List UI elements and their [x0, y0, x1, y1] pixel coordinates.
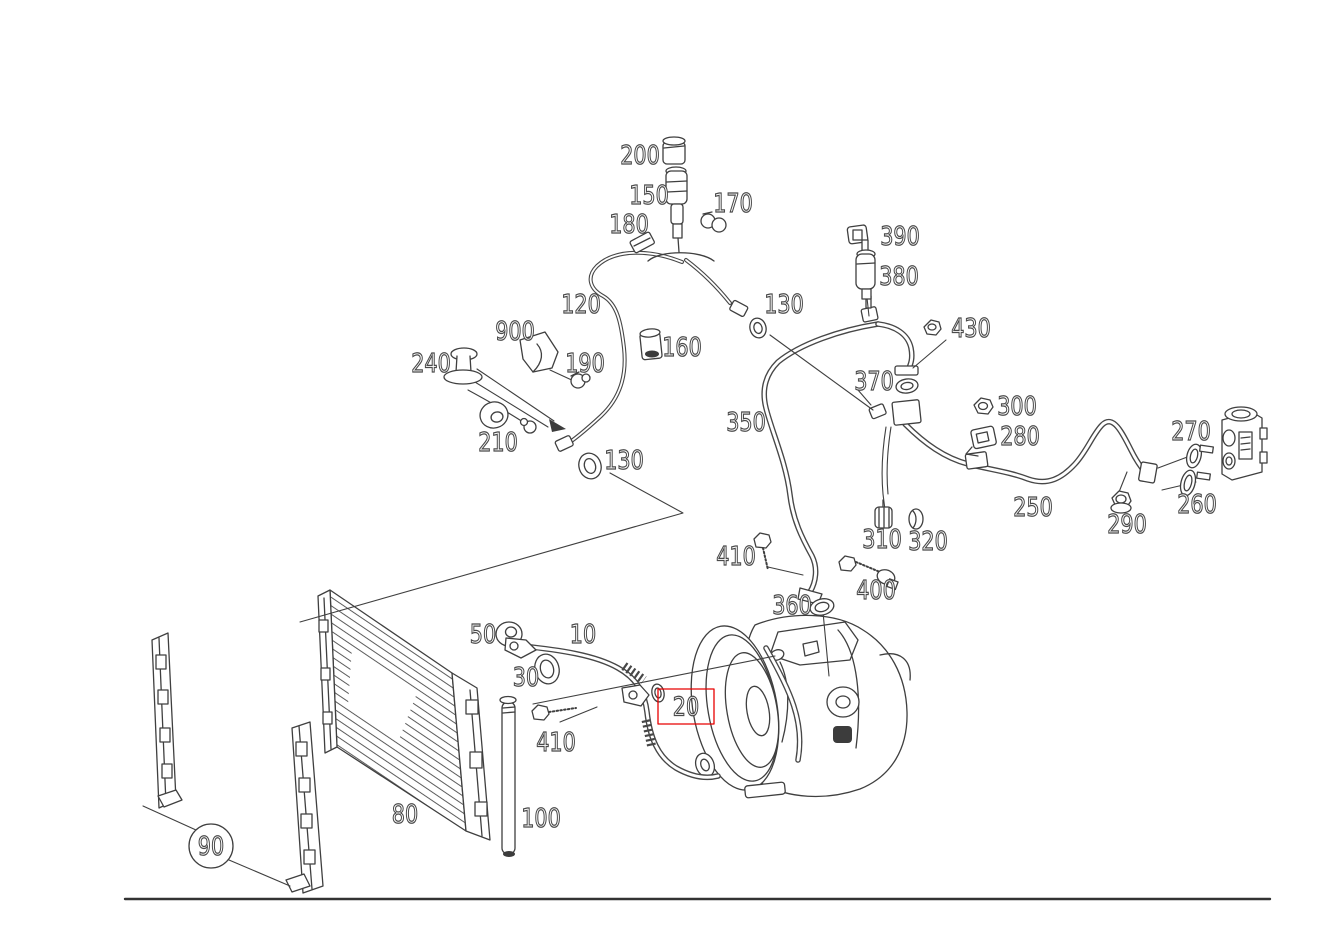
oring-part-130-left [578, 452, 602, 480]
part-label-100[interactable]: 100 [521, 803, 562, 834]
valve-part-150 [665, 166, 688, 253]
part-label-400[interactable]: 400 [856, 575, 897, 606]
part-label-360[interactable]: 360 [772, 590, 813, 621]
part-label-190[interactable]: 190 [565, 348, 606, 379]
liquid-line [562, 250, 732, 448]
plug-part-240 [443, 347, 483, 385]
rear-pipe [868, 365, 1158, 511]
oring-part-370 [895, 378, 919, 394]
valve-part-380 [855, 239, 876, 300]
fitting-part-20 [621, 683, 665, 707]
clip-part-390 [846, 224, 869, 245]
part-label-80[interactable]: 80 [391, 799, 419, 830]
part-label-250[interactable]: 250 [1013, 492, 1054, 523]
oring-part-270 [1185, 443, 1203, 469]
bolt-part-410-upper [753, 532, 772, 571]
part-label-380[interactable]: 380 [879, 261, 920, 292]
discharge-hose [761, 295, 915, 605]
nut-part-290 [1110, 490, 1132, 514]
part-label-320[interactable]: 320 [908, 526, 949, 557]
oring-part-30 [534, 653, 560, 685]
part-label-150[interactable]: 150 [629, 180, 670, 211]
clamp-part-170 [700, 211, 727, 233]
oring-part-260 [1179, 469, 1197, 497]
muffler-part-160 [639, 328, 663, 361]
bolt-part-400 [838, 555, 899, 591]
nut-part-430 [923, 319, 942, 336]
part-label-170[interactable]: 170 [713, 188, 754, 219]
compressor [690, 614, 911, 799]
part-label-130a[interactable]: 130 [604, 445, 645, 476]
part-label-160[interactable]: 160 [662, 332, 703, 363]
clamp-part-280 [965, 425, 997, 457]
leader-lines [299, 297, 1197, 723]
bolt-part-410-lower [531, 704, 577, 721]
oring-part-360 [809, 598, 835, 616]
part-label-30[interactable]: 30 [512, 662, 540, 693]
drier-cartridge-part-200 [662, 136, 686, 165]
part-label-200[interactable]: 200 [620, 140, 661, 171]
part-label-20[interactable]: 20 [672, 692, 700, 723]
bracket-left [151, 632, 183, 809]
part-label-410b[interactable]: 410 [536, 727, 577, 758]
suction-hose [519, 643, 721, 781]
part-label-240[interactable]: 240 [411, 348, 452, 379]
part-label-430[interactable]: 430 [951, 313, 992, 344]
part-label-290[interactable]: 290 [1107, 509, 1148, 540]
part-label-10[interactable]: 10 [569, 619, 597, 650]
part-label-50[interactable]: 50 [469, 619, 497, 650]
part-label-270[interactable]: 270 [1171, 416, 1212, 447]
part-label-280[interactable]: 280 [1000, 421, 1041, 452]
receiver-drier [499, 695, 517, 857]
part-label-900[interactable]: 900 [495, 316, 536, 347]
part-label-310[interactable]: 310 [862, 524, 903, 555]
disc-part-320 [908, 508, 924, 530]
part-label-180[interactable]: 180 [609, 209, 650, 240]
bracket-part-180 [629, 231, 655, 254]
highlight-layer: 20 [657, 688, 715, 725]
part-label-300[interactable]: 300 [997, 391, 1038, 422]
part-label-120[interactable]: 120 [561, 289, 602, 320]
sensor-part-310 [874, 499, 893, 529]
labels-layer: 10 30 50 80 90 100 120 130 130 150 160 170 180 190 200… [188, 140, 1218, 869]
part-label-260[interactable]: 260 [1177, 489, 1218, 520]
part-label-90[interactable]: 90 [197, 831, 225, 862]
selected-part-highlight-box[interactable] [657, 688, 715, 725]
part-label-410a[interactable]: 410 [716, 541, 757, 572]
bracket-callout-leaders [142, 805, 291, 887]
part-label-370[interactable]: 370 [854, 366, 895, 397]
part-label-350[interactable]: 350 [726, 407, 767, 438]
bracket-right [285, 721, 324, 894]
insulation-part-900 [519, 331, 559, 373]
part-label-390[interactable]: 390 [880, 221, 921, 252]
part-label-210[interactable]: 210 [478, 427, 519, 458]
callout-circle-90 [188, 823, 234, 869]
nut-part-300 [973, 397, 994, 415]
condenser [317, 589, 491, 841]
oring-part-130-top [729, 299, 767, 339]
condenser-port-fitting [504, 637, 537, 659]
part-label-130b[interactable]: 130 [764, 289, 805, 320]
connector-part-190 [570, 371, 591, 389]
expansion-valve [1195, 406, 1268, 481]
grommet-part-210 [479, 401, 509, 429]
pipe-end-fitting [519, 417, 574, 452]
